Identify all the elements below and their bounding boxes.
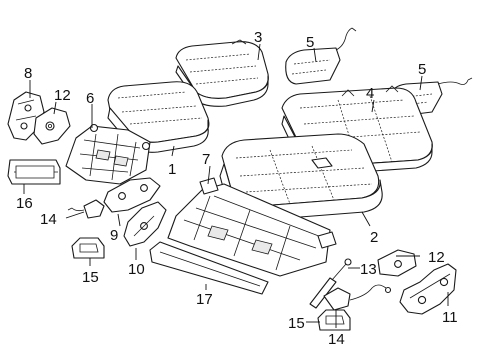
hinge-assembly-right [399, 263, 457, 315]
callout-12-right: 12 [428, 249, 445, 266]
seat-frame-rear [167, 177, 337, 277]
side-bracket-right [377, 249, 417, 277]
callout-6: 6 [86, 90, 94, 107]
callout-3: 3 [254, 29, 262, 46]
callout-4: 4 [366, 85, 374, 102]
callout-5-right: 5 [418, 61, 426, 78]
callout-17: 17 [196, 291, 213, 308]
leader-lines [23, 43, 449, 328]
hinge-bracket [123, 201, 167, 247]
callout-14-right: 14 [328, 331, 345, 348]
callout-15-right: 15 [288, 315, 305, 332]
gas-strut [309, 258, 352, 309]
callout-7: 7 [202, 151, 210, 168]
callout-15-left: 15 [82, 269, 99, 286]
callout-11: 11 [442, 309, 458, 326]
seat-harness-right [323, 284, 392, 311]
callout-5-upper: 5 [306, 34, 314, 51]
switch-cover-left [71, 237, 105, 259]
seat-harness-left [67, 199, 105, 219]
callout-10: 10 [128, 261, 145, 278]
side-bracket-left [33, 107, 71, 145]
callout-8: 8 [24, 65, 32, 82]
trim-panel-long [149, 241, 269, 295]
seat-frame-front [65, 123, 151, 185]
callout-16: 16 [16, 195, 33, 212]
trim-panel-left [7, 159, 61, 185]
callout-9: 9 [110, 227, 118, 244]
callout-1: 1 [168, 161, 176, 178]
callout-12-left: 12 [54, 87, 71, 104]
callout-14-left: 14 [40, 211, 57, 228]
callout-2: 2 [370, 229, 378, 246]
seat-heater-pad-upper [285, 27, 357, 85]
frame-bracket [103, 177, 161, 213]
switch-cover-right [317, 309, 351, 331]
callout-13: 13 [360, 261, 377, 278]
callout-numbers: 3 5 4 5 6 8 12 1 2 7 9 10 16 14 15 17 12… [16, 29, 458, 348]
